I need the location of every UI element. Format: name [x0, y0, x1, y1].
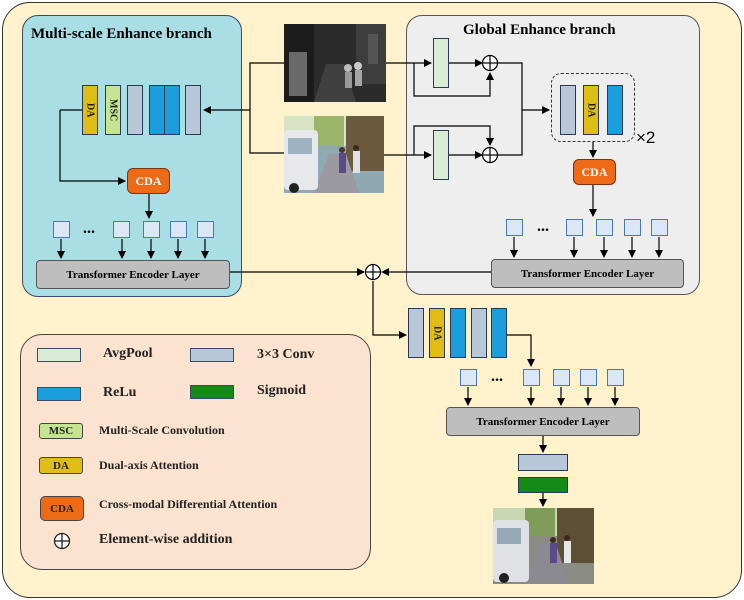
left-cda-block: CDA	[127, 168, 170, 194]
legend-add-label: Element-wise addition	[99, 532, 233, 547]
left-da-block: DA	[82, 85, 98, 135]
global-token	[651, 219, 668, 236]
legend-conv-label: 3×3 Conv	[257, 347, 315, 362]
fused-output-image	[493, 508, 594, 584]
multi-scale-branch-title: Multi-scale Enhance branch	[31, 26, 212, 42]
legend-conv-swatch	[190, 348, 234, 362]
left-conv-block-2	[185, 85, 201, 135]
left-msc-block: MSC	[105, 85, 121, 135]
global-branch-panel	[406, 15, 700, 295]
fusion-relu-block-1	[450, 308, 466, 358]
left-relu-block-2	[164, 85, 180, 135]
fusion-conv-block-1	[408, 308, 424, 358]
left-relu-block-1	[149, 85, 165, 135]
left-token	[53, 221, 70, 238]
global-token	[596, 219, 613, 236]
left-token	[113, 221, 130, 238]
circled-plus-icon	[53, 532, 71, 550]
legend-sigmoid-label: Sigmoid	[257, 383, 307, 398]
infrared-input-image	[284, 24, 386, 102]
global-branch-title: Global Enhance branch	[463, 22, 616, 38]
legend-panel	[20, 334, 371, 570]
global-token	[506, 219, 523, 236]
left-token	[197, 221, 214, 238]
fusion-token	[523, 369, 540, 386]
legend-relu-swatch	[37, 387, 81, 401]
global-avgpool-top	[433, 38, 449, 88]
legend-avgpool-swatch	[37, 348, 81, 362]
left-transformer-encoder-layer: Transformer Encoder Layer	[36, 260, 230, 289]
legend-cda-swatch: CDA	[40, 496, 84, 521]
fusion-relu-block-2	[491, 308, 507, 358]
global-conv-block	[560, 85, 576, 135]
legend-cda-label: Cross-modal Differential Attention	[99, 497, 278, 511]
fusion-conv-block-2	[471, 308, 487, 358]
global-token-ellipsis: ...	[537, 218, 549, 235]
fusion-token	[580, 369, 597, 386]
fusion-token-ellipsis: ...	[491, 368, 503, 385]
legend-da-label: Dual-axis Attention	[99, 458, 199, 472]
legend-sigmoid-swatch	[190, 385, 234, 399]
left-token	[170, 221, 187, 238]
global-transformer-encoder-layer: Transformer Encoder Layer	[491, 259, 684, 288]
legend-avgpool-label: AvgPool	[103, 346, 153, 361]
global-token	[624, 219, 641, 236]
global-relu-block	[607, 85, 623, 135]
fusion-da-block: DA	[429, 308, 445, 358]
multi-scale-branch-panel	[22, 15, 242, 297]
fusion-token	[607, 369, 624, 386]
left-token	[143, 221, 160, 238]
left-token-ellipsis: ...	[83, 220, 95, 237]
global-token	[566, 219, 583, 236]
repeat-count-label: ×2	[636, 128, 656, 147]
legend-da-swatch: DA	[39, 457, 83, 474]
fusion-token	[460, 369, 477, 386]
global-cda-block: CDA	[573, 159, 616, 185]
global-da-block: DA	[583, 85, 599, 135]
legend-msc-label: Multi-Scale Convolution	[99, 423, 225, 437]
global-avgpool-bottom	[433, 130, 449, 180]
legend-relu-label: ReLu	[103, 385, 137, 400]
fusion-token	[553, 369, 570, 386]
left-conv-block-1	[127, 85, 143, 135]
repeated-block-group	[551, 73, 635, 142]
fusion-transformer-encoder-layer: Transformer Encoder Layer	[446, 407, 640, 436]
output-sigmoid-block	[518, 477, 568, 493]
visible-input-image	[284, 116, 384, 193]
legend-msc-swatch: MSC	[39, 423, 83, 439]
output-conv-block	[518, 454, 568, 471]
